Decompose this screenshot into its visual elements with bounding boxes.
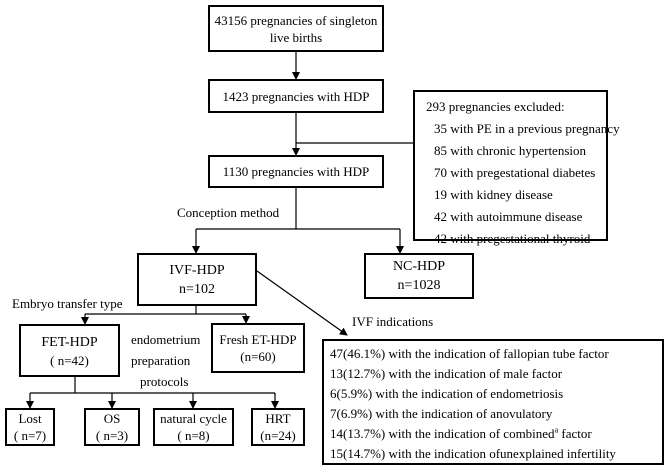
excluded-item: 35 with PE in a previous pregnancy [434,121,620,136]
hrt-box: HRT (n=24) [251,408,305,446]
hrt-count: (n=24) [260,428,296,443]
hdp-all-label: 1423 pregnancies with HDP [222,88,370,104]
arrow-to-indications [256,270,348,336]
indication-item: 47(46.1%) with the indication of fallopi… [330,346,609,361]
ivf-hdp-count: n=102 [179,281,215,297]
os-box: OS ( n=3) [84,408,140,446]
hdp-all-box: 1423 pregnancies with HDP [208,79,384,113]
indication-item-combined: 14(13.7%) with the indication of combine… [330,424,616,444]
fresh-et-hdp-box: Fresh ET-HDP (n=60) [211,323,305,373]
excluded-item: 85 with chronic hypertension [434,143,586,158]
ivf-hdp-box: IVF-HDP n=102 [137,253,257,306]
natural-cycle-name: natural cycle [160,411,227,426]
ivf-indications-label: IVF indications [352,314,434,329]
fet-hdp-name: FET-HDP [41,334,98,350]
total-pregnancies-line1: 43156 pregnancies of singleton [214,12,378,28]
hdp-included-label: 1130 pregnancies with HDP [222,164,370,179]
fet-hdp-box: FET-HDP ( n=42) [19,324,120,377]
indication-combined-text: 14(13.7%) with the indication of combine… [330,426,555,441]
excluded-item: 19 with kidney disease [434,187,553,202]
total-pregnancies-box: 43156 pregnancies of singleton live birt… [208,5,384,52]
fresh-et-hdp-name: Fresh ET-HDP [219,332,297,347]
nc-hdp-box: NC-HDP n=1028 [364,253,474,299]
excluded-title: 293 pregnancies excluded: [426,99,565,114]
excluded-box: 293 pregnancies excluded: 35 with PE in … [413,90,620,246]
fresh-et-hdp-count: (n=60) [240,349,276,364]
ivf-hdp-name: IVF-HDP [169,262,225,278]
fet-hdp-count: ( n=42) [50,352,89,368]
embryo-transfer-type-label: Embryo transfer type [12,296,123,311]
combined-footnote-mark: a [554,425,559,435]
indication-item: 15(14.7%) with the indication ofunexplai… [330,446,616,461]
ivf-indications-box: 47(46.1%) with the indication of fallopi… [322,339,664,465]
excluded-item: 42 with autoimmune disease [434,209,583,224]
nc-hdp-name: NC-HDP [392,259,446,274]
os-count: ( n=3) [95,428,129,443]
hrt-name: HRT [265,411,291,426]
natural-cycle-count: ( n=8) [177,428,210,443]
lost-name: Lost [18,411,42,426]
total-pregnancies-line2: live births [269,29,323,45]
endometrium-label-line3: protocols [140,374,189,389]
os-name: OS [103,411,121,426]
endometrium-label-line1: endometrium [131,332,201,347]
indication-combined-suffix: factor [558,426,592,441]
natural-cycle-box: natural cycle ( n=8) [153,408,234,446]
lost-count: ( n=7) [13,428,47,443]
indication-item: 6(5.9%) with the indication of endometri… [330,386,564,401]
endometrium-label-line2: preparation [131,353,191,368]
excluded-item: 42 with pregestational thyroid [434,231,591,246]
lost-box: Lost ( n=7) [5,408,55,446]
indication-item: 7(6.9%) with the indication of anovulato… [330,406,553,421]
conception-method-label: Conception method [177,205,280,220]
indication-item: 13(12.7%) with the indication of male fa… [330,366,563,381]
hdp-included-box: 1130 pregnancies with HDP [208,155,384,188]
excluded-item: 70 with pregestational diabetes [434,165,596,180]
nc-hdp-count: n=1028 [397,278,441,293]
